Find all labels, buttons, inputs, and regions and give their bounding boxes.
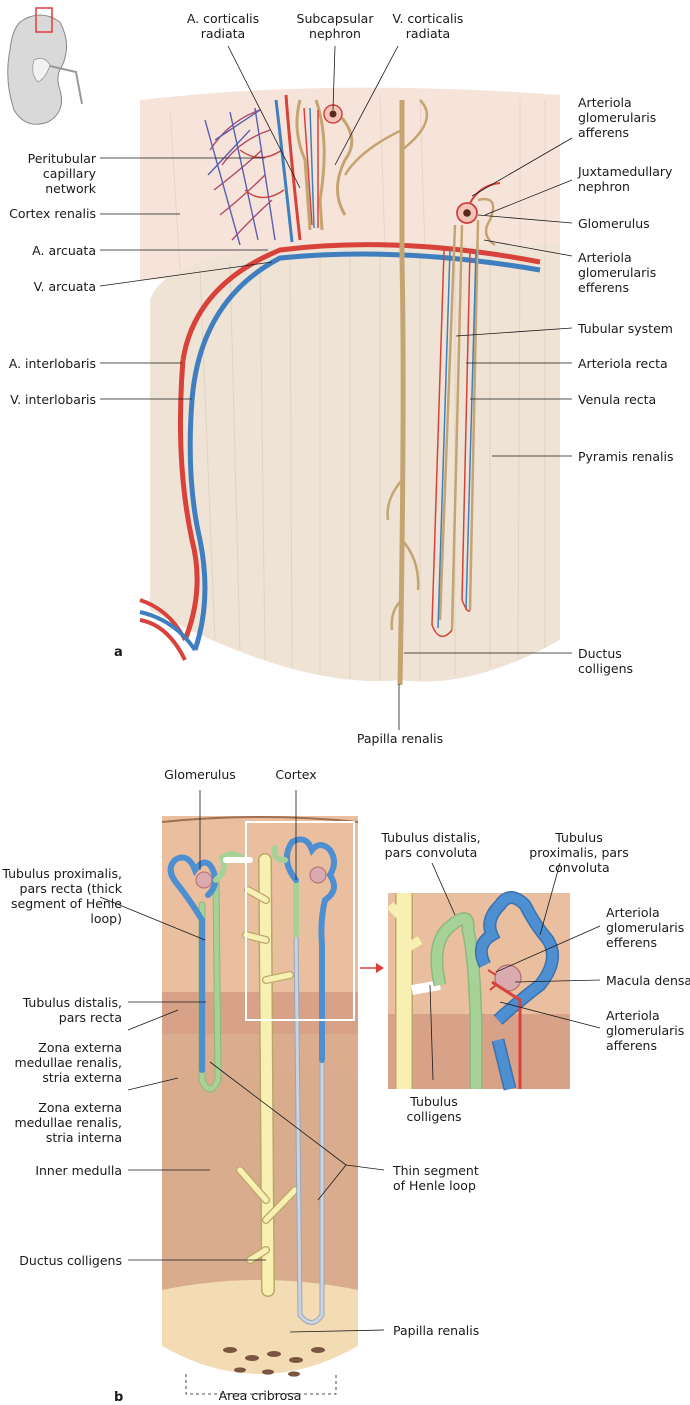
label-ductus-colligens-a: Ductus colligens	[578, 646, 633, 676]
a-interlobaris	[177, 359, 200, 641]
label-thin-segment-henle: Thin segment of Henle loop	[393, 1163, 479, 1193]
label-v-arcuata: V. arcuata	[33, 279, 96, 294]
pyramid-region	[150, 245, 560, 682]
label-tubulus-distalis-pars-convoluta: Tubulus distalis, pars convoluta	[381, 830, 481, 860]
label-cortex-renalis: Cortex renalis	[9, 206, 96, 221]
label-arteriola-glomerularis-afferens: Arteriola glomerularis afferens	[578, 95, 657, 140]
label-pyramis-renalis: Pyramis renalis	[578, 449, 674, 464]
collecting-duct	[236, 853, 299, 1297]
label-tubulus-distalis-pars-recta: Tubulus distalis, pars recta	[22, 995, 122, 1025]
peritubular-network	[204, 107, 285, 246]
inset-frame	[245, 821, 355, 1021]
label-v-corticalis-radiata: V. corticalis radiata	[392, 11, 464, 41]
label-cortex-b: Cortex	[275, 767, 317, 782]
henle-loop-short	[167, 851, 253, 1093]
henle-loop-long	[271, 836, 337, 1325]
label-papilla-renalis-b: Papilla renalis	[393, 1323, 480, 1338]
label-v-interlobaris: V. interlobaris	[10, 392, 96, 407]
label-tubulus-proximalis-pars-recta: Tubulus proximalis, pars recta (thick se…	[2, 866, 122, 926]
label-tubular-system: Tubular system	[578, 321, 673, 336]
label-subcapsular-nephron: Subcapsular nephron	[296, 11, 374, 41]
label-arteriola-recta: Arteriola recta	[578, 356, 668, 371]
kidney-thumbnail	[7, 7, 83, 125]
label-a-arcuata: A. arcuata	[32, 243, 96, 258]
label-glomerulus-a: Glomerulus	[578, 216, 650, 231]
label-peritubular-capillary-network: Peritubular capillary network	[27, 151, 96, 196]
ductus-colligens	[397, 100, 406, 686]
label-arteriola-glomerularis-efferens: Arteriola glomerularis efferens	[578, 250, 657, 295]
v-interlobaris	[187, 399, 208, 651]
label-papilla-renalis-a: Papilla renalis	[356, 731, 444, 746]
label-a-corticalis-radiata: A. corticalis radiata	[186, 11, 260, 41]
label-zona-externa-stria-externa: Zona externa medullae renalis, stria ext…	[14, 1040, 122, 1085]
label-arteriola-efferens-inset: Arteriola glomerularis efferens	[606, 905, 685, 950]
a-arcuata	[180, 242, 541, 361]
panel-a-illustration	[7, 7, 573, 730]
juxtamedullary-nephron	[431, 182, 501, 638]
label-venula-recta: Venula recta	[578, 392, 657, 407]
label-zona-externa-stria-interna: Zona externa medullae renalis, stria int…	[14, 1100, 122, 1145]
subcapsular-nephron	[295, 99, 354, 231]
inset-enlarged	[386, 891, 570, 1091]
panel-letter-b: b	[114, 1390, 124, 1405]
label-glomerulus-b: Glomerulus	[164, 767, 236, 782]
label-area-cribrosa: Area cribrosa	[218, 1388, 302, 1403]
label-arteriola-afferens-inset: Arteriola glomerularis afferens	[606, 1008, 685, 1053]
panel-b-illustration	[99, 790, 601, 1395]
label-juxtamedullary-nephron: Juxtamedullary nephron	[578, 164, 673, 194]
label-tubulus-proximalis-pars-convoluta: Tubulus proximalis, pars convoluta	[529, 830, 629, 875]
label-tubulus-colligens: Tubulus colligens	[406, 1094, 462, 1124]
label-ductus-colligens-b: Ductus colligens	[19, 1253, 122, 1268]
label-inner-medulla: Inner medulla	[35, 1163, 122, 1178]
panel-letter-a: a	[114, 645, 123, 660]
label-macula-densa: Macula densa	[606, 973, 690, 988]
label-a-interlobaris: A. interlobaris	[8, 356, 96, 371]
